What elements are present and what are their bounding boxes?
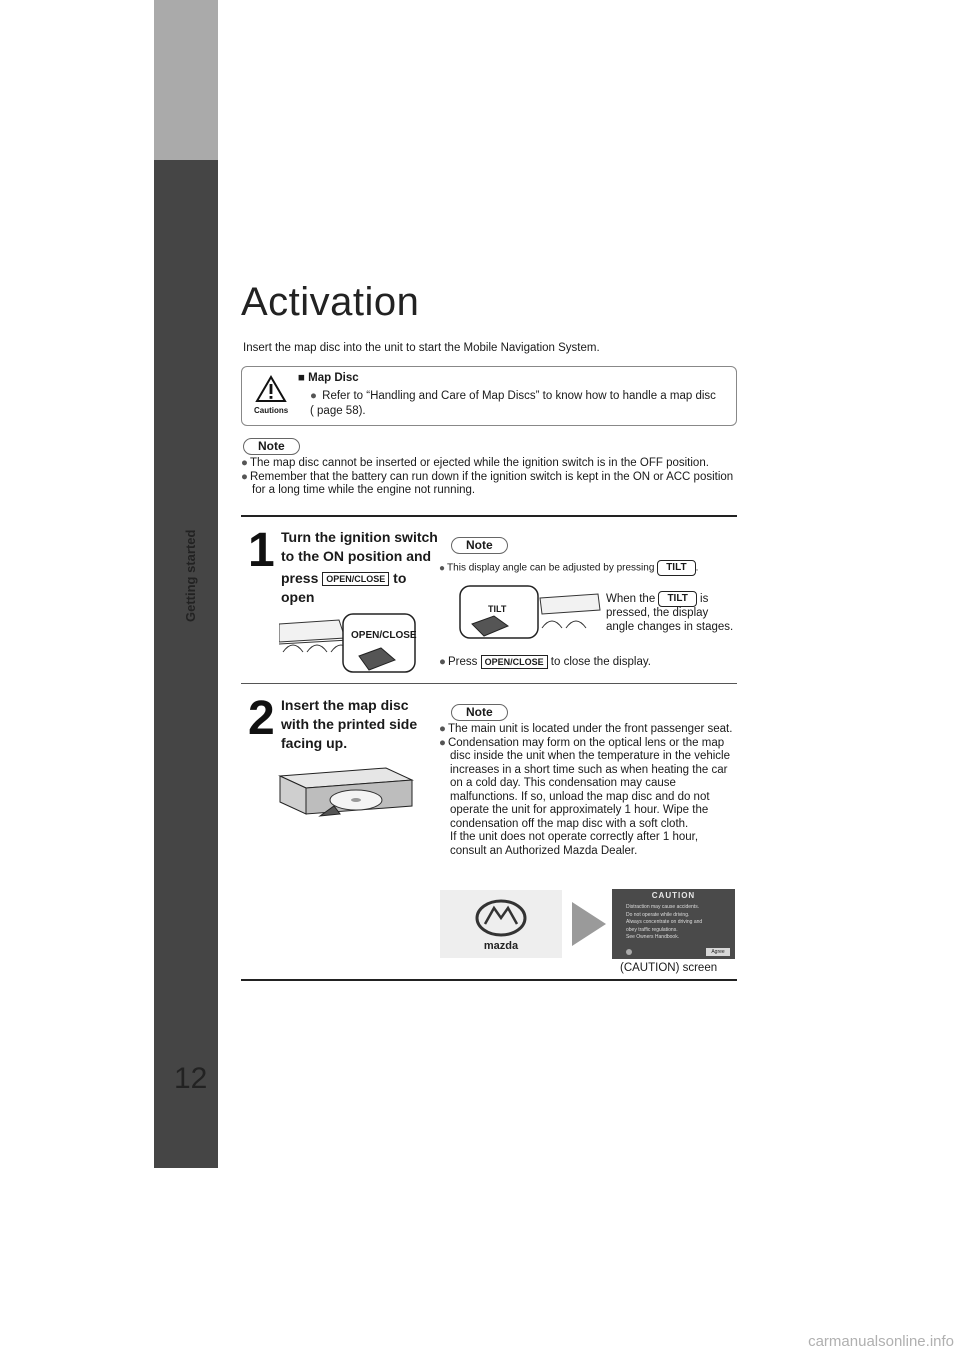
disc-insert-illustration bbox=[276, 758, 416, 822]
watermark: carmanualsonline.info bbox=[808, 1333, 954, 1350]
caution-icon-label: Cautions bbox=[254, 406, 289, 415]
divider bbox=[241, 979, 737, 981]
caution-heading: ■ Map Disc bbox=[298, 372, 359, 384]
bullet-icon: ● bbox=[241, 470, 248, 483]
caution-icon: Cautions bbox=[254, 375, 288, 417]
step-1-note-label: Note bbox=[451, 536, 508, 554]
screen-dot-icon bbox=[626, 949, 632, 955]
list-item: If the unit does not operate correctly a… bbox=[450, 831, 699, 857]
tilt-key: TILT bbox=[658, 591, 697, 607]
tilt-button-label: TILT bbox=[488, 604, 507, 614]
note-top-label: Note bbox=[243, 437, 300, 455]
bullet-icon: ● bbox=[310, 390, 317, 402]
bullet-icon: ● bbox=[439, 562, 446, 574]
section-label: Getting started bbox=[183, 529, 198, 622]
warning-triangle-icon bbox=[255, 375, 287, 402]
step-1-note-1: ●This display angle can be adjusted by p… bbox=[439, 560, 739, 576]
open-close-key: OPEN/CLOSE bbox=[480, 655, 548, 669]
open-close-button-label: OPEN/CLOSE bbox=[351, 630, 417, 641]
tilt-panel-illustration bbox=[459, 585, 601, 639]
list-item: ●The map disc cannot be inserted or ejec… bbox=[241, 457, 709, 469]
step-2-text: Insert the map disc with the printed sid… bbox=[281, 697, 418, 751]
tilt-illustration: TILT bbox=[458, 584, 604, 642]
agree-button[interactable]: Agree bbox=[706, 948, 730, 956]
mazda-logo-text: mazda bbox=[483, 940, 519, 952]
caution-screen-body: Distraction may cause accidents. Do not … bbox=[626, 904, 703, 940]
step-2-note-label: Note bbox=[451, 703, 508, 721]
intro-text: Insert the map disc into the unit to sta… bbox=[243, 342, 600, 354]
display-panel-illustration bbox=[278, 613, 416, 673]
tilt-description: When the TILT is pressed, the display an… bbox=[606, 591, 734, 633]
tilt-key: TILT bbox=[657, 560, 696, 576]
list-item: ●The main unit is located under the fron… bbox=[439, 723, 733, 735]
step-1-number: 1 bbox=[248, 524, 275, 577]
caution-body: ● Refer to “Handling and Care of Map Dis… bbox=[310, 389, 720, 419]
page-number: 12 bbox=[174, 1062, 208, 1095]
caution-box: Cautions ■ Map Disc ● Refer to “Handling… bbox=[241, 366, 737, 426]
bullet-icon: ● bbox=[439, 656, 446, 669]
screen-caption: (CAUTION) screen bbox=[620, 962, 718, 974]
note-top-list: ●The map disc cannot be inserted or ejec… bbox=[241, 457, 741, 498]
bullet-icon: ● bbox=[241, 457, 248, 469]
page-title: Activation bbox=[241, 280, 420, 324]
disc-unit-illustration bbox=[278, 767, 414, 817]
caution-body-text: Refer to “Handling and Care of Map Discs… bbox=[310, 390, 716, 417]
open-close-key: OPEN/CLOSE bbox=[322, 572, 390, 587]
list-item: ●Condensation may form on the optical le… bbox=[439, 736, 730, 830]
bullet-icon: ● bbox=[439, 736, 446, 749]
step-1-note-2: ●Press OPEN/CLOSE to close the display. bbox=[439, 655, 651, 669]
divider bbox=[241, 683, 737, 684]
side-bar bbox=[154, 160, 218, 1168]
caution-screen-title: CAUTION bbox=[651, 891, 696, 900]
bullet-icon: ● bbox=[439, 723, 446, 735]
mazda-logo-icon bbox=[475, 899, 527, 937]
side-tab bbox=[154, 0, 218, 160]
step-2-note-list: ●The main unit is located under the fron… bbox=[439, 723, 735, 858]
mazda-logo-screen: mazda bbox=[440, 890, 562, 958]
divider bbox=[241, 515, 737, 517]
arrow-right-icon bbox=[572, 902, 606, 951]
square-bullet-icon: ■ bbox=[298, 372, 309, 384]
open-close-illustration: OPEN/CLOSE bbox=[278, 612, 417, 676]
caution-screen: CAUTION Distraction may cause accidents.… bbox=[612, 889, 735, 959]
step-2-number: 2 bbox=[248, 692, 275, 745]
list-item: ●Remember that the battery can run down … bbox=[241, 470, 734, 497]
